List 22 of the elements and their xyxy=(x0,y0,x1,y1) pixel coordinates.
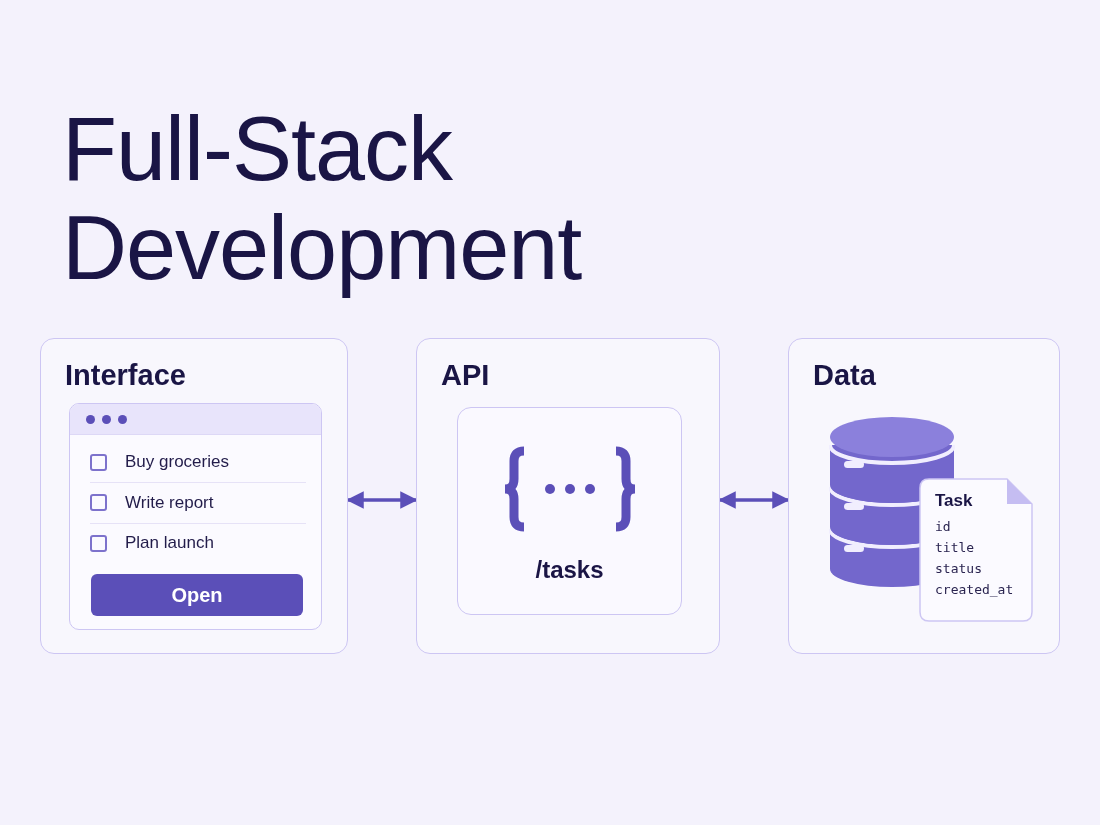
task-item: Write report xyxy=(125,492,214,513)
title: Full-Stack Development xyxy=(62,100,583,298)
panel-heading: API xyxy=(441,359,490,392)
field-name: status xyxy=(935,561,982,576)
entity-name: Task xyxy=(935,491,973,511)
task-item: Buy groceries xyxy=(125,452,229,472)
layer-panel xyxy=(416,338,720,654)
panel-heading: Data xyxy=(813,359,876,392)
field-name: title xyxy=(935,540,975,555)
field-name: created_at xyxy=(935,582,1014,597)
task-item: Plan launch xyxy=(125,533,214,553)
endpoint-card xyxy=(457,407,682,615)
layer-panel xyxy=(40,338,348,654)
document-card xyxy=(919,478,1033,622)
endpoint-path: /tasks xyxy=(535,556,604,584)
open-button: Open xyxy=(91,574,303,616)
double-arrow xyxy=(346,491,418,509)
field-name: id xyxy=(935,519,951,534)
panel-heading: Interface xyxy=(65,359,186,392)
app-window xyxy=(69,403,322,630)
layer-panel xyxy=(788,338,1060,654)
double-arrow xyxy=(718,491,790,509)
